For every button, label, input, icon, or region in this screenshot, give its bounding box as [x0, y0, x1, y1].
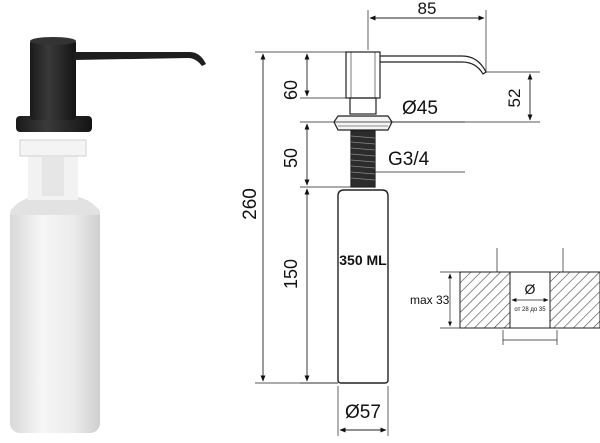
- dim-thread-size: G3/4: [388, 149, 430, 170]
- dim-spout-reach: 85: [418, 0, 437, 18]
- dim-spout-height: 52: [505, 89, 524, 108]
- countertop-section: [440, 248, 600, 345]
- photo-pump-body: [30, 40, 76, 120]
- hole-diameter-symbol: Ø: [525, 281, 536, 297]
- dim-thread-height: 50: [281, 148, 301, 168]
- drawing-spout: [380, 55, 487, 75]
- capacity-label: 350 ML: [339, 252, 387, 268]
- dim-pump-height: 60: [281, 80, 301, 100]
- drawing-bottle: [337, 189, 389, 384]
- photo-bottle-shoulder: [10, 196, 100, 215]
- dim-flange-diameter: Ø45: [402, 98, 438, 119]
- section-right-slab: [549, 271, 600, 329]
- section-left-slab: [459, 271, 511, 329]
- drawing-flange: [333, 115, 393, 131]
- soap-dispenser-photo-icon: [10, 37, 206, 433]
- dim-max-thickness: max 33: [410, 293, 450, 307]
- dim-bottle-diameter: Ø57: [345, 402, 381, 423]
- drawing-thread: [350, 130, 376, 188]
- photo-spout: [74, 52, 206, 66]
- technical-drawing: [255, 10, 540, 436]
- dim-total-height: 260: [240, 188, 261, 220]
- hole-diameter-range: от 28 до 35: [514, 307, 546, 313]
- photo-bottle: [10, 205, 100, 433]
- dim-bottle-height: 150: [281, 259, 301, 289]
